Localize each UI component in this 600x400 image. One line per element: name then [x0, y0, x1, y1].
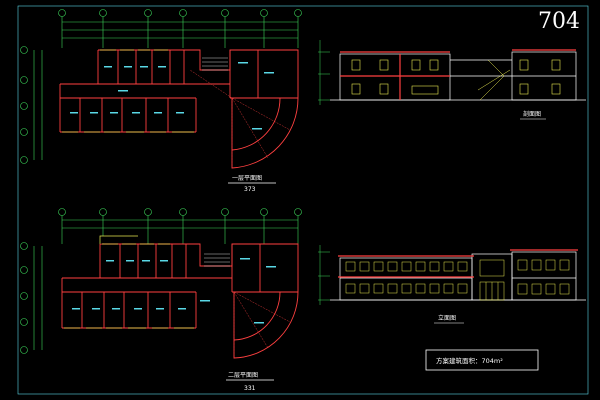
elevation-outline: [330, 251, 586, 301]
sheet-number: 704: [538, 9, 580, 34]
axis-bubbles-left-upper: [20, 242, 43, 354]
plan-ground-area: 373: [244, 186, 256, 193]
ground-floor-plan: 一层平面图 373: [20, 9, 302, 193]
elevation-title: 立面图: [438, 314, 456, 322]
room-labels-ground: [70, 62, 274, 130]
axis-bubbles-top-ground: [58, 9, 302, 48]
section-view: 剖面图: [318, 40, 586, 120]
upper-floor-plan: 二层平面图 331: [20, 208, 302, 392]
axis-bubbles-left-ground: [20, 46, 43, 164]
elevation-view: 立面图: [318, 245, 586, 324]
dimension-lines-upper: [62, 219, 298, 229]
section-cut-walls: [340, 49, 576, 100]
windows-ground: [62, 49, 194, 133]
area-note-box: 方案建筑面积：704m²: [425, 349, 539, 371]
plan-ground-title: 一层平面图: [232, 175, 262, 182]
windows-upper: [64, 235, 194, 329]
elevation-cornice: [338, 249, 578, 278]
stair-ground: [202, 57, 228, 71]
dimension-lines-ground: [62, 21, 298, 39]
sheet-frame: [17, 5, 589, 395]
room-labels-upper: [72, 258, 276, 324]
elevation-windows: [345, 259, 570, 301]
section-levels: [318, 40, 330, 105]
section-windows: [351, 59, 561, 95]
walls-ground: [59, 49, 299, 169]
walls-upper: [61, 243, 299, 359]
stair-upper: [204, 253, 230, 267]
area-note-text: 方案建筑面积：704m²: [436, 356, 503, 365]
axis-bubbles-top-upper: [58, 208, 302, 244]
elevation-levels: [318, 245, 330, 305]
section-title: 剖面图: [523, 110, 541, 118]
section-stair: [477, 59, 511, 101]
radial-grid-ground: [189, 69, 298, 168]
plan-upper-title: 二层平面图: [228, 372, 258, 379]
radial-grid-upper: [233, 291, 298, 358]
plan-upper-area: 331: [244, 385, 256, 392]
